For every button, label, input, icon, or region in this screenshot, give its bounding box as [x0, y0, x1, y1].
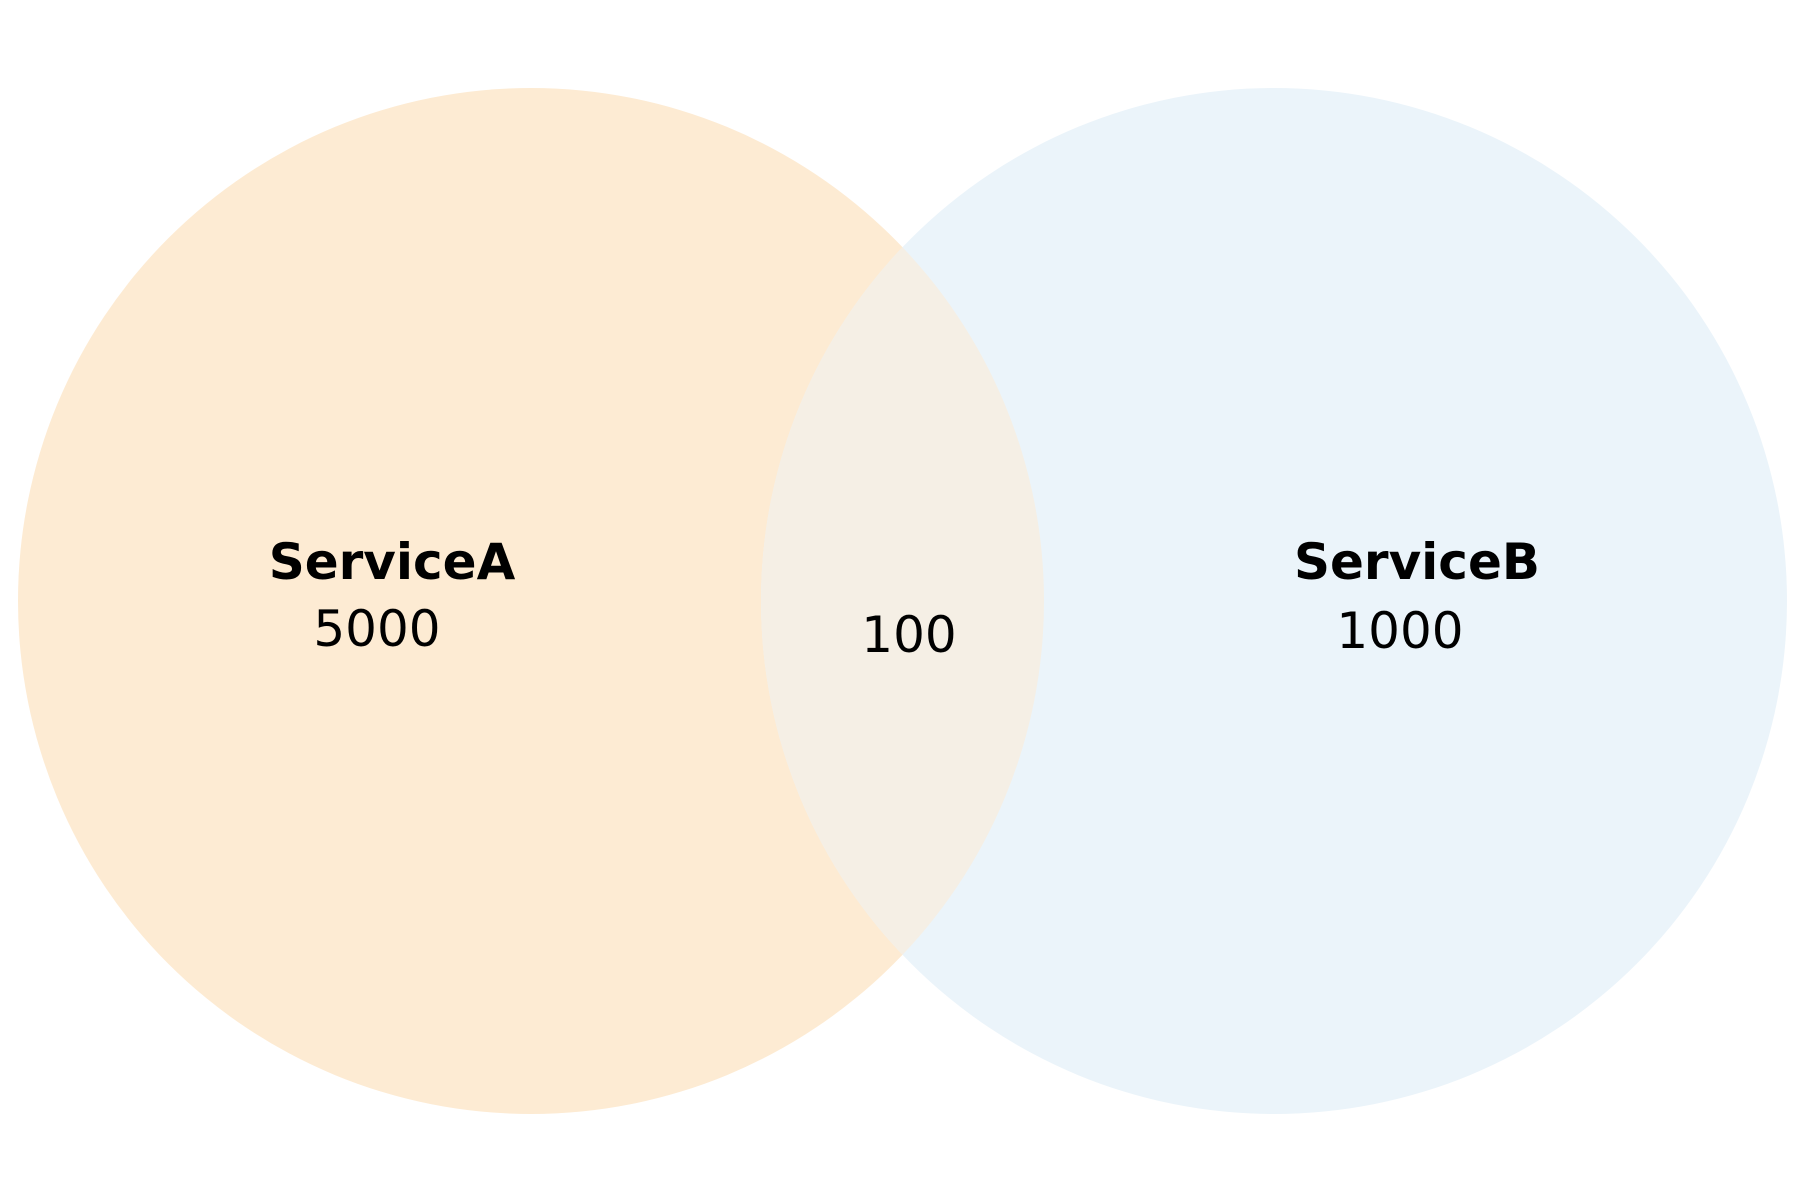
set-circle-service-b: [761, 88, 1787, 1114]
set-label-service-b: ServiceB: [1294, 533, 1540, 591]
set-label-service-a: ServiceA: [269, 533, 516, 591]
set-circle-service-a: [18, 88, 1044, 1114]
set-count-service-a: 5000: [313, 600, 440, 658]
set-count-service-b: 1000: [1336, 602, 1463, 660]
intersection-count: 100: [861, 606, 956, 664]
